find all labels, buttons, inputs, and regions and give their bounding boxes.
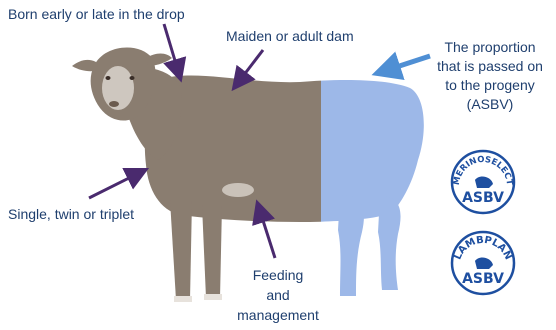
- arrow-single: [89, 172, 141, 198]
- arrow-dam: [237, 50, 263, 84]
- lambplan-logo: LAMBPLAN ASBV: [452, 232, 514, 294]
- arrow-born: [164, 24, 179, 74]
- svg-text:ASBV: ASBV: [462, 190, 504, 206]
- label-born-drop: Born early or late in the drop: [8, 6, 185, 23]
- arrow-proportion: [381, 56, 430, 72]
- label-proportion: The proportion that is passed on to the …: [430, 38, 550, 114]
- label-single-twin: Single, twin or triplet: [8, 206, 134, 223]
- label-feeding: Feeding and management: [228, 265, 328, 325]
- label-dam: Maiden or adult dam: [226, 28, 354, 45]
- merinoselect-logo: MERINOSELECT ASBV: [452, 151, 514, 213]
- svg-text:ASBV: ASBV: [462, 271, 504, 287]
